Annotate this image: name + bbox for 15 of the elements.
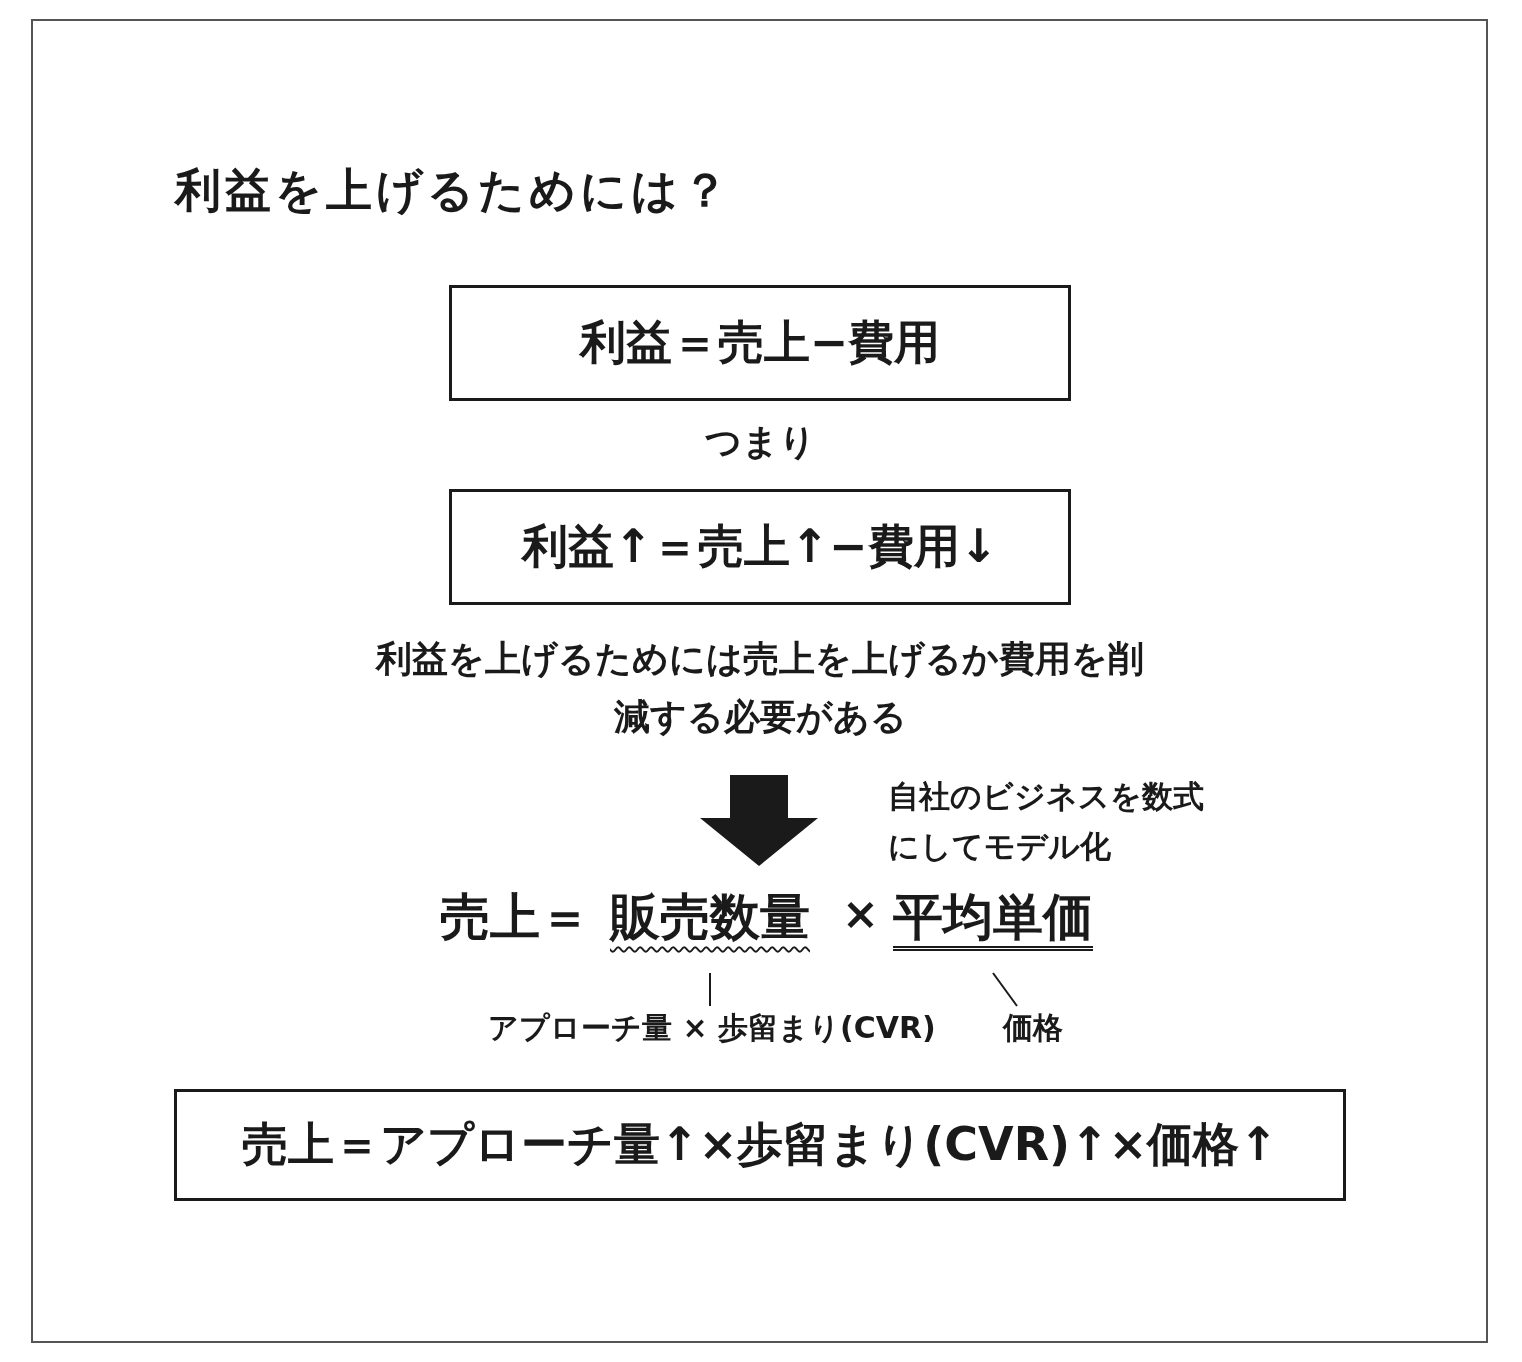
formula-box: 利益＝売上−費用	[449, 285, 1071, 401]
explanation-text: 利益を上げるためには売上を上げるか費用を削減する必要がある	[374, 637, 1145, 739]
formula-box: 売上＝アプローチ量↑×歩留まり(CVR)↑×価格↑	[174, 1089, 1346, 1201]
annotation-text: 価格	[1003, 1008, 1063, 1049]
formula-term: 平均単価	[893, 884, 1093, 971]
annotation-text: アプローチ量 × 歩留まり(CVR)	[488, 1008, 936, 1049]
heading: 利益を上げるためには？	[175, 162, 732, 219]
note-text: 自社のビジネスを数式にしてモデル化	[888, 777, 1205, 866]
formula-term: 販売数量	[610, 884, 810, 971]
formula-box: 利益↑＝売上↑−費用↓	[449, 489, 1071, 605]
leader-line	[992, 972, 1018, 1007]
formula-text: 売上＝	[440, 887, 590, 948]
connector-text: つまり	[704, 420, 816, 464]
leader-line	[709, 972, 711, 1007]
operator-text: ×	[842, 888, 879, 939]
